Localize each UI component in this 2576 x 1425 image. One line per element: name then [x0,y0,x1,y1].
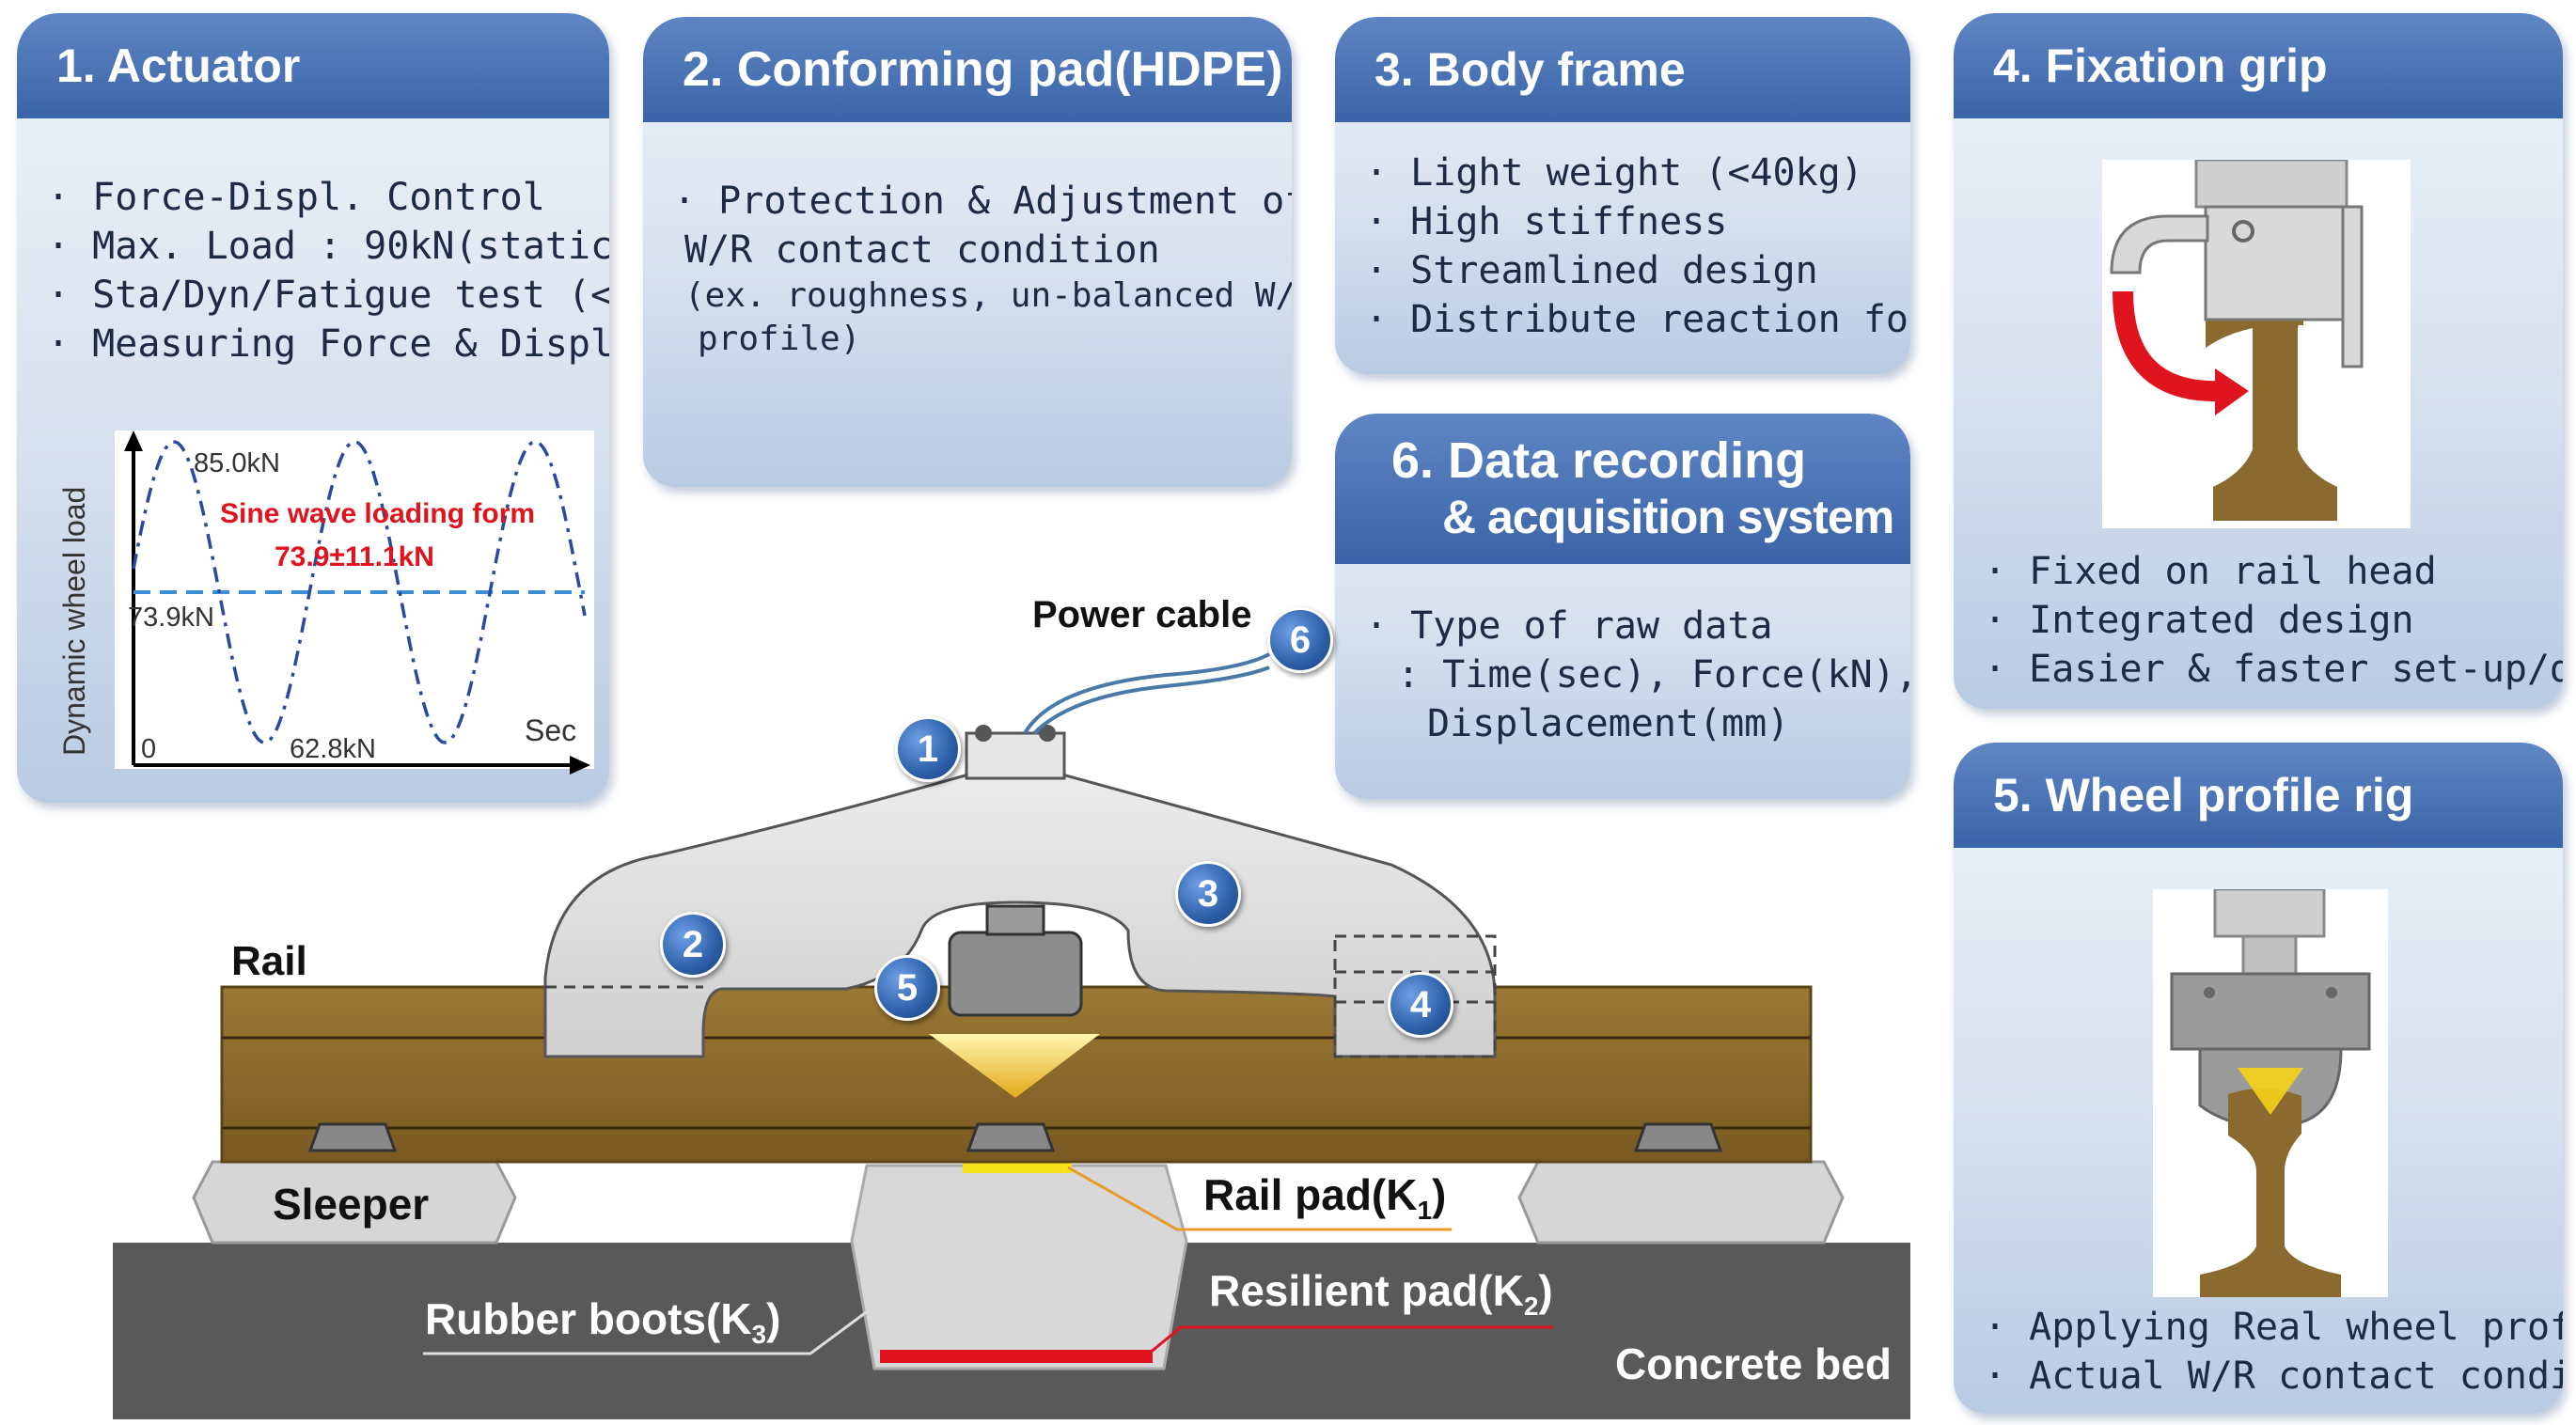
chart-origin-label: 0 [141,734,156,764]
actuator-item: Sta/Dyn/Fatigue test (<20Hz) [47,271,609,320]
rail-pad [963,1162,1072,1173]
rail-pad-sub: 1 [1417,1196,1433,1226]
conforming-pad-title: 2. Conforming pad(HDPE) [643,17,1292,122]
sleeper-right [1517,1160,1845,1245]
fixation-grip-card: 4. Fixation grip Fixed on rail head Inte… [1954,13,2563,709]
wheel-rig-block [948,931,1083,1017]
pad-note: profile) [698,320,861,358]
badge-actuator: 1 [895,716,961,782]
actuator-list: Force-Displ. Control Max. Load : 90kN(st… [47,173,609,368]
rail-clip [307,1122,1723,1152]
rubber-boot-block [850,1164,1188,1370]
wheel-profile-illustration [2153,889,2388,1297]
conforming-pad-text: · Protection & Adjustment of W/R contact… [673,177,1292,361]
badge-conforming-pad: 2 [660,912,726,978]
actuator-card: 1. Actuator Force-Displ. Control Max. Lo… [17,13,609,803]
wheel-profile-card: 5. Wheel profile rig Applying Real wheel… [1954,743,2563,1414]
body-frame-title: 3. Body frame [1335,17,1910,122]
daq-title-line1: 6. Data recording [1391,432,1807,489]
power-cable [1023,652,1270,735]
wheel-profile-list: Applying Real wheel profiles Actual W/R … [1984,1303,2563,1401]
fixation-grip-list: Fixed on rail head Integrated design Eas… [1984,547,2563,694]
fixation-grip-item: Fixed on rail head [1984,547,2544,596]
rail-pad-pointer [1067,1166,1452,1231]
actuator-item: Force-Displ. Control [47,173,590,222]
rubber-boots-text: Rubber boots(K [425,1294,752,1343]
body-frame-item: Distribute reaction force [1365,295,1910,344]
resilient-pad-sub: 2 [1523,1292,1539,1322]
body-frame-item: High stiffness [1365,197,1892,246]
bolt [1039,725,1056,742]
chart-annotation-title: Sine wave loading form [220,498,535,529]
fixation-grip-item: Integrated design [1984,596,2544,645]
daq-card: 6. Data recording & acquisition system ·… [1335,414,1910,799]
badge-wheel-rig: 5 [874,955,940,1021]
daq-line: Displacement(mm) [1427,702,1790,745]
daq-title-line2: & acquisition system [1442,491,1894,543]
resilient-pad [880,1350,1153,1363]
badge-body-frame: 3 [1175,861,1241,927]
actuator-item: Max. Load : 90kN(static) [47,222,609,271]
pad-line: W/R contact condition [684,228,1160,272]
resilient-pad-pointer [1148,1325,1553,1355]
x-axis-arrow [570,756,590,775]
rubber-boots-label: Rubber boots(K3) [425,1293,780,1350]
daq-title: 6. Data recording & acquisition system [1335,414,1910,564]
chart-ylabel: Dynamic wheel load [57,487,91,756]
power-cable [1032,666,1270,735]
actuator-title: 1. Actuator [17,13,609,118]
resilient-pad-text: Resilient pad(K [1209,1266,1524,1315]
sine-load-chart: Dynamic wheel load 85.0kN 73.9kN 62.8kN … [57,431,594,775]
badge-fixation-grip: 4 [1388,972,1453,1038]
pad-line: · Protection & Adjustment of [673,180,1292,223]
body-frame-list: Light weight (<40kg) High stiffness Stre… [1365,149,1910,344]
conforming-pad-card: 2. Conforming pad(HDPE) · Protection & A… [643,17,1292,487]
resilient-pad-label: Resilient pad(K2) [1209,1265,1553,1322]
chart-annotation-value: 73.9±11.1kN [275,541,434,572]
rubber-boots-close: ) [766,1294,781,1343]
rail-pad-close: ) [1432,1170,1447,1219]
fixation-grip-item: Easier & faster set-up/disjoint [1984,645,2563,694]
chart-min-label: 62.8kN [290,734,376,764]
actuator-item: Measuring Force & Displ. [47,320,609,368]
load-cone [929,1034,1100,1098]
rubber-boots-pointer [423,1308,870,1355]
badge-daq: 6 [1267,607,1333,673]
rubber-boots-sub: 3 [751,1320,767,1350]
body-frame-card: 3. Body frame Light weight (<40kg) High … [1335,17,1910,374]
daq-text: · Type of raw data : Time(sec), Force(kN… [1365,602,1910,748]
power-cable-label: Power cable [1032,594,1252,635]
rail-label: Rail [231,938,307,984]
y-axis-arrow [124,431,143,451]
wheel-rig-top [985,904,1045,936]
rail-pad-label: Rail pad(K1) [1203,1169,1446,1226]
fixation-grip-illustration [2102,160,2411,528]
daq-line: · Type of raw data [1365,604,1773,648]
chart-max-label: 85.0kN [194,448,280,478]
body-frame [543,773,1497,1058]
body-frame-item: Light weight (<40kg) [1365,149,1892,197]
bolt [975,725,992,742]
pad-note: (ex. roughness, un-balanced W/R [684,276,1292,315]
wheel-profile-item: Actual W/R contact condition [1984,1352,2563,1401]
wheel-profile-title: 5. Wheel profile rig [1954,743,2563,848]
concrete-bed-label: Concrete bed [1615,1339,1892,1388]
chart-xlabel: Sec [525,713,576,747]
rail-pad-text: Rail pad(K [1203,1170,1418,1219]
wheel-profile-item: Applying Real wheel profiles [1984,1303,2563,1352]
sleeper-label: Sleeper [273,1180,430,1229]
chart-sine-series [132,440,587,744]
daq-line: : Time(sec), Force(kN), [1397,653,1910,697]
fixation-grip-zone [1333,934,1497,1058]
chart-mean-label: 73.9kN [128,603,214,633]
body-frame-item: Streamlined design [1365,246,1892,295]
fixation-grip-title: 4. Fixation grip [1954,13,2563,118]
resilient-pad-close: ) [1538,1266,1553,1315]
